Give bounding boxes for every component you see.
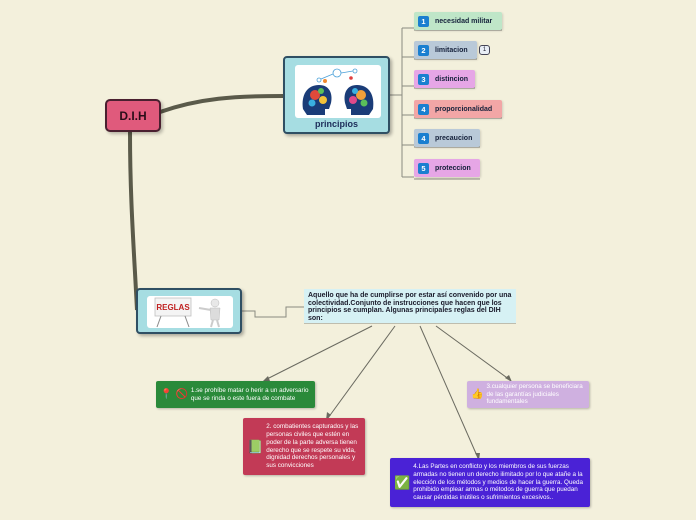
link-reglas-description — [242, 306, 304, 318]
principle-item[interactable]: 4 precaucion — [414, 129, 480, 147]
root-node[interactable]: D.I.H — [105, 99, 161, 132]
principle-item[interactable]: 2 limitacion — [414, 41, 477, 59]
rule-4[interactable]: ✅ 4.Las Partes en conflicto y los miembr… — [390, 458, 590, 507]
principle-item[interactable]: 1 necesidad militar — [414, 12, 502, 30]
principle-label: proporcionalidad — [435, 105, 493, 113]
rule-3[interactable]: 👍 3.cualquier persona se beneficiara de … — [467, 381, 589, 408]
pin-icon: 📍 — [160, 388, 173, 400]
link-rule-3 — [435, 325, 511, 381]
link-principios-items — [390, 28, 403, 177]
comment-count-badge[interactable]: 1 — [479, 45, 490, 55]
principle-item[interactable]: 4 proporcionalidad — [414, 100, 502, 118]
book-icon: 📗 — [247, 439, 264, 454]
rule-4-text: 4.Las Partes en conflicto y los miembros… — [413, 463, 583, 501]
rule-2[interactable]: 📗 2. combatientes capturados y las perso… — [243, 418, 365, 475]
number-icon: 1 — [418, 15, 429, 27]
number-icon: 4 — [418, 103, 429, 115]
reglas-sign-icon: REGLAS — [147, 296, 233, 328]
thumbs-up-icon: 👍 — [471, 388, 484, 400]
reglas-node[interactable]: REGLAS — [136, 288, 242, 334]
number-icon: 5 — [418, 162, 429, 174]
number-icon: 2 — [418, 44, 429, 56]
principle-label: proteccion — [435, 164, 471, 172]
reglas-description[interactable]: Aquello que ha de cumplirse por estar as… — [304, 289, 516, 323]
rule-1[interactable]: 📍 🚫 1.se prohíbe matar o herir a un adve… — [156, 381, 315, 408]
root-label: D.I.H — [119, 108, 147, 123]
principle-label: necesidad militar — [435, 17, 493, 25]
link-root-reglas — [128, 131, 139, 311]
number-icon: 3 — [418, 73, 429, 85]
principios-node[interactable]: principios — [283, 56, 390, 134]
heads-with-gears-icon — [295, 65, 381, 118]
number-icon: 4 — [418, 132, 429, 144]
principle-label: distincion — [435, 75, 469, 83]
link-rule-2 — [327, 325, 396, 419]
rule-3-text: 3.cualquier persona se beneficiara de la… — [486, 383, 583, 406]
link-rule-4 — [419, 325, 479, 459]
principle-item[interactable]: 3 distincion — [414, 70, 475, 88]
principle-item[interactable]: 5 proteccion — [414, 159, 480, 177]
rule-2-text: 2. combatientes capturados y las persona… — [266, 423, 359, 469]
principle-label: limitacion — [435, 46, 468, 54]
link-root-principios — [159, 94, 284, 114]
principios-label: principios — [314, 119, 358, 129]
sign-text: REGLAS — [156, 303, 190, 312]
principle-label: precaucion — [435, 134, 473, 142]
link-rule-1 — [264, 325, 373, 381]
prohibited-icon: 🚫 — [175, 388, 188, 400]
rule-1-text: 1.se prohíbe matar o herir a un adversar… — [190, 386, 309, 402]
check-icon: ✅ — [394, 475, 411, 490]
